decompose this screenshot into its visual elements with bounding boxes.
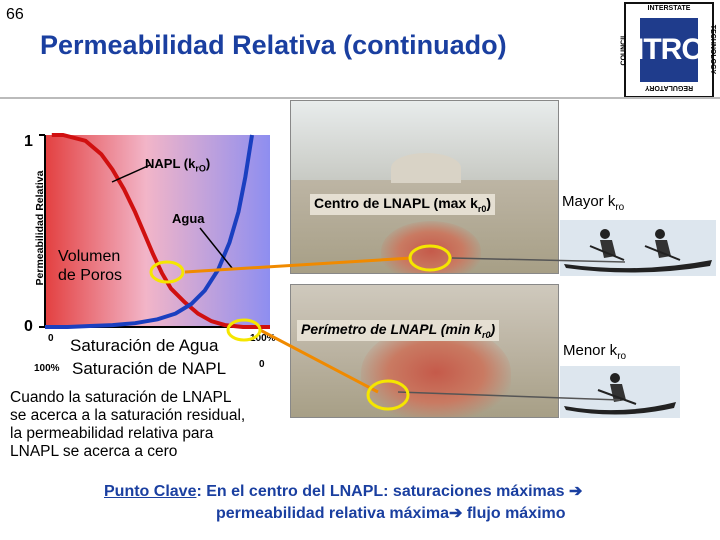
menor-label-text: Menor k bbox=[563, 342, 618, 359]
napl-axis-start: 100% bbox=[34, 363, 60, 374]
napl-axis-label: Saturación de NAPL bbox=[72, 359, 227, 378]
key-point-line-2: permeabilidad relativa máxima bbox=[216, 505, 449, 522]
napl-label-leader bbox=[111, 164, 151, 183]
water-series-label: Agua bbox=[172, 211, 205, 226]
y-axis-label: Permeabilidad Relativa bbox=[34, 170, 46, 286]
y-tick-label-0: 0 bbox=[24, 318, 33, 335]
itrc-logo: INTERSTATE COUNCIL TECHNOLOGY ITRC REGUL… bbox=[620, 2, 717, 98]
perimeter-label-sub: r0 bbox=[482, 329, 491, 340]
water-axis-end: 100% bbox=[250, 333, 276, 344]
explanation-line-4: LNAPL se acerca a cero bbox=[10, 443, 178, 460]
slide-number: 66 bbox=[6, 6, 24, 23]
explanation-line-2: se acerca a la saturación residual, bbox=[10, 407, 246, 424]
lower-kro-label: Menor kro bbox=[563, 342, 626, 362]
higher-kro-label: Mayor kro bbox=[562, 193, 624, 213]
key-point-label: Punto Clave bbox=[104, 483, 197, 500]
arrow-right-icon: ➔ bbox=[569, 483, 583, 500]
napl-label-text: NAPL (k bbox=[145, 156, 196, 171]
logo-text-right: TECHNOLOGY bbox=[709, 24, 717, 75]
slide-title: Permeabilidad Relativa (continuado) bbox=[40, 30, 507, 60]
mayor-label-text: Mayor k bbox=[562, 193, 616, 210]
perimeter-label-text: Perímetro de LNAPL (min k bbox=[301, 321, 483, 337]
center-label-text: Centro de LNAPL (max k bbox=[314, 195, 478, 211]
napl-label-close: ) bbox=[205, 156, 211, 171]
perimeter-lnapl-label: Perímetro de LNAPL (min kr0) bbox=[297, 320, 500, 341]
series-line-0 bbox=[51, 133, 270, 329]
explanation-text: Cuando la saturación de LNAPL se acerca … bbox=[10, 389, 245, 461]
napl-series-label: NAPL (krO) bbox=[145, 156, 210, 174]
center-label-suffix: ) bbox=[486, 195, 492, 211]
arrow-right-icon: ➔ bbox=[449, 505, 463, 522]
menor-label-sub: ro bbox=[617, 351, 627, 362]
mayor-label-sub: ro bbox=[615, 202, 625, 213]
napl-axis-end: 0 bbox=[259, 359, 265, 370]
water-axis-label: Saturación de Agua bbox=[70, 336, 219, 355]
title-divider bbox=[0, 97, 720, 99]
explanation-line-3: la permeabilidad relativa para bbox=[10, 425, 214, 442]
explanation-line-1: Cuando la saturación de LNAPL bbox=[10, 389, 232, 406]
key-point-line-1: : En el centro del LNAPL: saturaciones m… bbox=[196, 483, 570, 500]
center-label-sub: r0 bbox=[477, 203, 487, 214]
single-rowing-boat-icon bbox=[560, 366, 680, 418]
center-lnapl-label: Centro de LNAPL (max kr0) bbox=[310, 194, 496, 215]
relative-permeability-chart bbox=[39, 133, 270, 329]
lnapl-perimeter-photo bbox=[290, 284, 559, 418]
water-axis-start: 0 bbox=[48, 333, 54, 344]
series-line-1 bbox=[45, 134, 254, 329]
y-tick-label-1: 1 bbox=[24, 133, 33, 150]
napl-label-sub: rO bbox=[195, 163, 206, 174]
key-point-line-2b: flujo máximo bbox=[462, 505, 566, 522]
pore-volume-label: Volumen de Poros bbox=[58, 247, 122, 285]
perimeter-label-suffix: ) bbox=[490, 321, 496, 337]
logo-mark: ITRC bbox=[636, 18, 703, 82]
key-point: Punto Clave: En el centro del LNAPL: sat… bbox=[104, 481, 582, 523]
pore-volume-line-1: Volumen bbox=[58, 248, 121, 265]
pore-volume-line-2: de Poros bbox=[58, 267, 123, 284]
logo-text-left: COUNCIL bbox=[620, 33, 628, 66]
logo-text-top: INTERSTATE bbox=[647, 5, 691, 12]
lnapl-center-photo bbox=[290, 100, 559, 274]
double-rowing-boat-icon bbox=[560, 220, 716, 276]
logo-text-bottom: REGULATORY bbox=[644, 84, 694, 91]
